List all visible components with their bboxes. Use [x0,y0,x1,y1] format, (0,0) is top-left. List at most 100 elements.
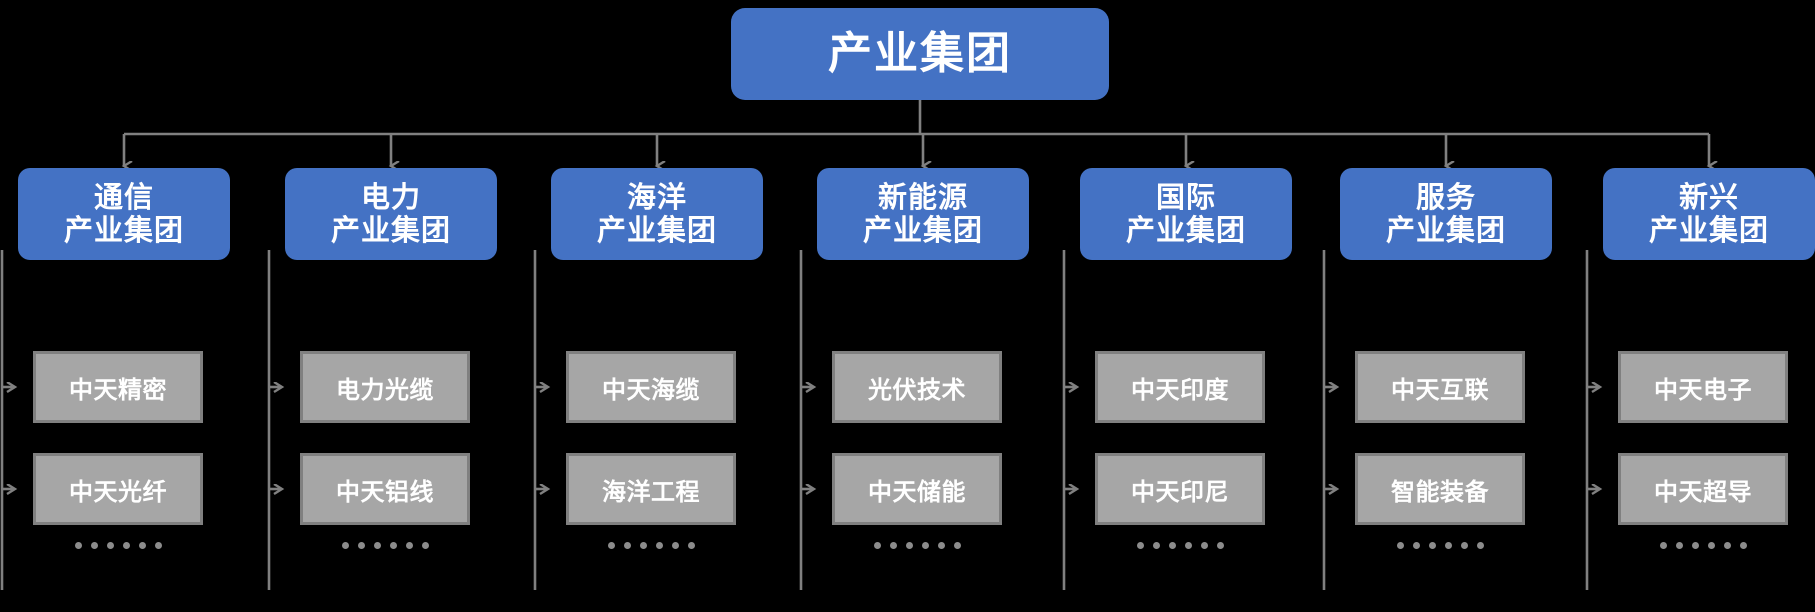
child-node-label: 光伏技术 [868,375,966,404]
child-node-label: 中天超导 [1654,477,1752,506]
ellipsis-dot [1659,542,1667,549]
group-node-6[interactable]: 服务产业集团 [1340,168,1552,260]
child-node-label: 中天海缆 [602,375,700,404]
group-node-label-line2: 产业集团 [1385,213,1506,247]
child-node-label: 中天光纤 [69,477,167,506]
child-node-7-1[interactable]: 中天电子 [1618,351,1788,423]
ellipsis-dot [357,542,365,549]
ellipsis-more-5: …… [1095,542,1265,549]
ellipsis-dot [1428,542,1436,549]
ellipsis-dot [873,542,881,549]
ellipsis-dot [623,542,631,549]
ellipsis-dot [1412,542,1420,549]
group-node-label-line2: 产业集团 [1648,213,1769,247]
ellipsis-more-1: …… [33,542,203,549]
ellipsis-dot [1691,542,1699,549]
ellipsis-dot [937,542,945,549]
ellipsis-dot [905,542,913,549]
child-node-3-1[interactable]: 中天海缆 [566,351,736,423]
ellipsis-dot [373,542,381,549]
ellipsis-dot [1168,542,1176,549]
group-node-label-line2: 产业集团 [1125,213,1246,247]
child-node-7-2[interactable]: 中天超导 [1618,453,1788,525]
child-node-6-2[interactable]: 智能装备 [1355,453,1525,525]
ellipsis-more-2: …… [300,542,470,549]
ellipsis-more-7: …… [1618,542,1788,549]
ellipsis-dot [1675,542,1683,549]
child-node-4-1[interactable]: 光伏技术 [832,351,1002,423]
ellipsis-dot [1476,542,1484,549]
group-node-3[interactable]: 海洋产业集团 [551,168,763,260]
ellipsis-dot [889,542,897,549]
ellipsis-dot [1216,542,1224,549]
group-node-label-line2: 产业集团 [330,213,451,247]
child-node-3-2[interactable]: 海洋工程 [566,453,736,525]
ellipsis-dot [421,542,429,549]
group-node-label-line1: 电力 [360,179,421,214]
ellipsis-dot [1444,542,1452,549]
ellipsis-dot [1136,542,1144,549]
child-node-label: 中天印尼 [1131,477,1229,506]
ellipsis-dot [154,542,162,549]
group-node-2[interactable]: 电力产业集团 [285,168,497,260]
ellipsis-dot [1200,542,1208,549]
root-node-industry-group[interactable]: 产业集团 [731,8,1109,100]
ellipsis-dot [1396,542,1404,549]
ellipsis-dot [655,542,663,549]
group-node-4[interactable]: 新能源产业集团 [817,168,1029,260]
child-node-1-2[interactable]: 中天光纤 [33,453,203,525]
ellipsis-dot [953,542,961,549]
group-node-label-line2: 产业集团 [862,213,983,247]
ellipsis-dot [1707,542,1715,549]
child-node-label: 海洋工程 [602,477,700,506]
ellipsis-dot [106,542,114,549]
group-column-6: 服务产业集团中天互联智能装备…… [1340,168,1552,549]
child-node-5-2[interactable]: 中天印尼 [1095,453,1265,525]
group-node-label-line1: 新能源 [877,179,968,214]
ellipsis-dot [1723,542,1731,549]
child-node-6-1[interactable]: 中天互联 [1355,351,1525,423]
group-node-label-line2: 产业集团 [63,213,184,247]
child-node-label: 中天精密 [69,375,167,404]
ellipsis-dot [1152,542,1160,549]
child-node-label: 中天铝线 [336,477,434,506]
ellipsis-dot [1739,542,1747,549]
ellipsis-dot [122,542,130,549]
ellipsis-dot [607,542,615,549]
child-node-label: 中天储能 [868,477,966,506]
child-node-label: 中天电子 [1654,375,1752,404]
child-node-label: 中天印度 [1131,375,1229,404]
group-node-1[interactable]: 通信产业集团 [18,168,230,260]
group-node-label-line1: 国际 [1155,179,1216,214]
ellipsis-dot [639,542,647,549]
ellipsis-dot [405,542,413,549]
group-node-label-line1: 新兴 [1678,179,1739,214]
child-node-label: 中天互联 [1391,375,1489,404]
ellipsis-more-3: …… [566,542,736,549]
root-node-label: 产业集团 [828,27,1012,79]
ellipsis-more-4: …… [832,542,1002,549]
group-node-5[interactable]: 国际产业集团 [1080,168,1292,260]
child-node-2-2[interactable]: 中天铝线 [300,453,470,525]
group-node-label-line1: 海洋 [626,179,687,214]
group-node-label-line1: 通信 [93,179,154,214]
child-node-1-1[interactable]: 中天精密 [33,351,203,423]
ellipsis-dot [74,542,82,549]
ellipsis-dot [389,542,397,549]
ellipsis-dot [1460,542,1468,549]
child-node-4-2[interactable]: 中天储能 [832,453,1002,525]
group-node-label-line2: 产业集团 [596,213,717,247]
child-node-2-1[interactable]: 电力光缆 [300,351,470,423]
ellipsis-dot [1184,542,1192,549]
ellipsis-dot [687,542,695,549]
ellipsis-dot [921,542,929,549]
child-node-5-1[interactable]: 中天印度 [1095,351,1265,423]
group-node-7[interactable]: 新兴产业集团 [1603,168,1815,260]
